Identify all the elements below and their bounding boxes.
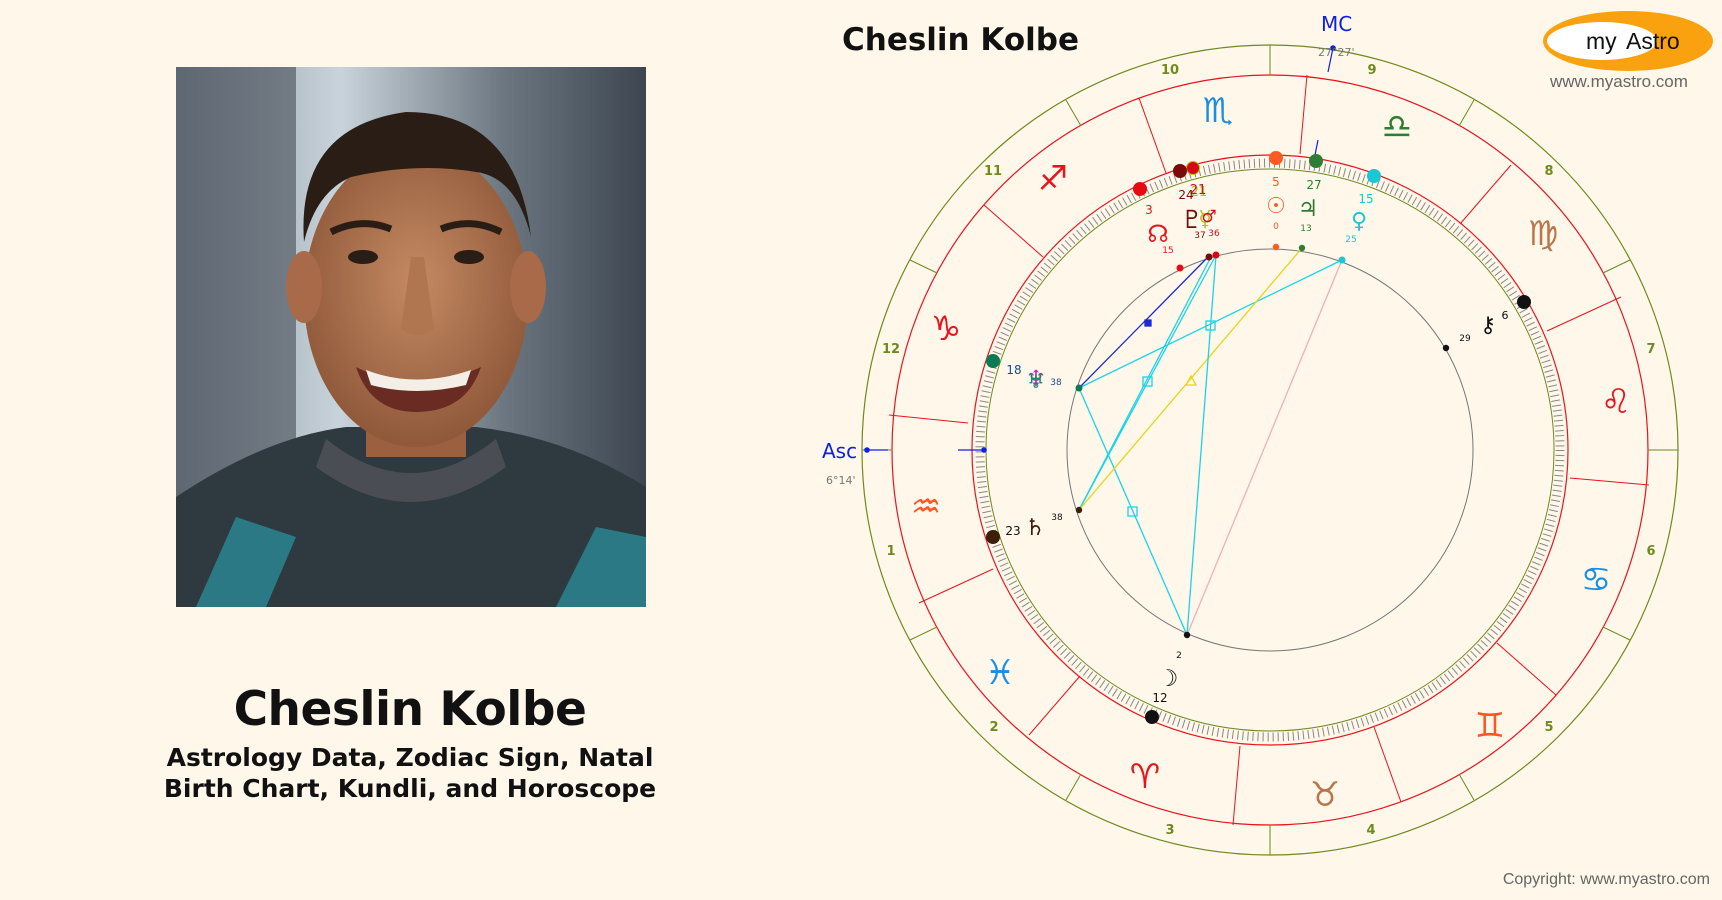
planet-saturn[interactable]: 23 ♄ 38: [1005, 513, 1063, 541]
portrait-photo: [176, 67, 646, 607]
svg-text:24: 24: [1178, 188, 1193, 202]
svg-text:3: 3: [1165, 823, 1174, 838]
sign-dividers: [888, 74, 1650, 826]
svg-text:21: 21: [1191, 185, 1208, 200]
svg-text:23: 23: [1005, 524, 1020, 538]
asc-degree: 6°14': [826, 474, 856, 487]
asc-label: Asc: [822, 439, 857, 463]
svg-text:36: 36: [1208, 229, 1220, 239]
svg-text:12: 12: [882, 342, 900, 357]
gemini-icon: ♊: [1475, 706, 1505, 746]
aries-icon: ♈: [1130, 757, 1160, 797]
uranus-icon: ♅: [1027, 369, 1045, 393]
mc-degree: 27°27': [1318, 46, 1355, 59]
saturn-icon: ♄: [1025, 515, 1046, 541]
svg-text:27: 27: [1306, 178, 1321, 192]
svg-text:6: 6: [1646, 544, 1655, 559]
svg-text:38: 38: [1050, 378, 1062, 388]
subtitle-line-2: Birth Chart, Kundli, and Horoscope: [163, 774, 657, 803]
sagittarius-icon: ♐: [1038, 159, 1068, 199]
planet-pluto[interactable]: 24 ♇ 37: [1178, 188, 1205, 241]
svg-text:6: 6: [1502, 309, 1509, 322]
taurus-icon: ♉: [1310, 775, 1340, 815]
planet-inner-markers: [1075, 243, 1450, 639]
svg-text:4: 4: [1366, 823, 1375, 838]
sign-ring: [891, 74, 1649, 826]
sun-icon: ☉: [1266, 194, 1286, 219]
mercury-icon: ☿: [1198, 207, 1212, 232]
svg-text:2: 2: [989, 720, 998, 735]
mars-icon: ♂: [1201, 207, 1216, 227]
ascendant-marker: Asc 6°14': [822, 439, 987, 487]
chart-title: Cheslin Kolbe: [842, 22, 1080, 58]
svg-text:0: 0: [1273, 222, 1279, 232]
svg-text:18: 18: [1006, 363, 1021, 377]
svg-text:5: 5: [1272, 175, 1280, 189]
house-dividers: [862, 45, 1678, 855]
virgo-icon: ♍: [1528, 214, 1558, 254]
mc-label: MC: [1321, 12, 1352, 36]
zodiac-glyphs: ♒ ♓ ♈ ♉ ♊ ♋ ♌ ♍ ♎ ♏ ♐ ♑: [911, 91, 1631, 815]
midheaven-marker: MC 27°27': [1313, 12, 1355, 161]
aspect-markers: [1127, 319, 1216, 517]
moon-icon: ☽: [1158, 666, 1179, 692]
svg-text:10: 10: [1161, 63, 1179, 78]
svg-text:37: 37: [1194, 231, 1205, 241]
logo-text-my: my: [1586, 28, 1617, 54]
north-node-icon: ☊: [1147, 220, 1168, 248]
cancer-icon: ♋: [1581, 560, 1611, 600]
neptune-icon: ♆: [1026, 367, 1046, 392]
logo-badge: my Astro: [1543, 11, 1713, 71]
planet-uranus-neptune[interactable]: 18 ♆ ♅ 38: [1006, 363, 1062, 393]
svg-text:11: 11: [984, 164, 1002, 179]
libra-icon: ♎: [1382, 107, 1412, 147]
planet-ring-markers: [986, 151, 1531, 724]
aquarius-icon: ♒: [911, 487, 941, 527]
person-name-heading: Cheslin Kolbe: [233, 682, 587, 737]
svg-text:15: 15: [1162, 246, 1173, 256]
planet-venus[interactable]: 15 ♀ 25: [1345, 192, 1373, 245]
scorpio-icon: ♏: [1203, 91, 1233, 131]
venus-icon: ♀: [1351, 209, 1367, 234]
planet-chiron[interactable]: 6 ⚷ 29: [1459, 309, 1508, 344]
svg-text:25: 25: [1345, 235, 1356, 245]
subtitle-line-1: Astrology Data, Zodiac Sign, Natal: [166, 743, 654, 772]
svg-text:2: 2: [1176, 651, 1182, 661]
house-numbers: 1 2 3 4 5 6 7 8 9 10 11 12: [882, 63, 1656, 838]
planet-mars-mercury[interactable]: 21 21 ☿ ♂ 36: [1190, 183, 1220, 239]
svg-text:1: 1: [886, 544, 895, 559]
leo-icon: ♌: [1601, 382, 1631, 422]
chiron-icon: ⚷: [1480, 313, 1496, 338]
svg-text:29: 29: [1459, 334, 1471, 344]
planet-north-node[interactable]: 3 ☊ 15: [1145, 203, 1174, 256]
svg-text:12: 12: [1152, 691, 1167, 705]
planet-moon[interactable]: 2 ☽ 12: [1152, 651, 1182, 705]
jupiter-icon: ♃: [1298, 196, 1319, 222]
pisces-icon: ♓: [985, 653, 1015, 693]
copyright-text: Copyright: www.myastro.com: [1502, 871, 1710, 888]
aspect-lines: [1078, 247, 1343, 636]
svg-text:5: 5: [1544, 720, 1553, 735]
svg-text:13: 13: [1300, 224, 1311, 234]
svg-text:38: 38: [1051, 513, 1063, 523]
myastro-logo[interactable]: my Astro: [1542, 10, 1714, 72]
inner-aspect-circle: [1066, 248, 1474, 652]
capricorn-icon: ♑: [931, 309, 961, 349]
logo-url-link[interactable]: www.myastro.com: [1550, 72, 1688, 91]
person-subtitle: Astrology Data, Zodiac Sign, Natal Birth…: [0, 742, 820, 804]
svg-text:21: 21: [1190, 183, 1207, 198]
logo-text-astro: Astro: [1626, 28, 1680, 54]
svg-text:9: 9: [1367, 63, 1376, 78]
svg-text:3: 3: [1145, 203, 1153, 217]
portrait-image: [176, 67, 646, 607]
planet-sun[interactable]: 5 ☉ 0: [1266, 175, 1286, 232]
svg-text:7: 7: [1646, 342, 1655, 357]
svg-text:8: 8: [1544, 164, 1553, 179]
pluto-icon: ♇: [1181, 205, 1203, 234]
svg-text:15: 15: [1358, 192, 1373, 206]
planet-jupiter[interactable]: 27 ♃ 13: [1298, 178, 1322, 234]
